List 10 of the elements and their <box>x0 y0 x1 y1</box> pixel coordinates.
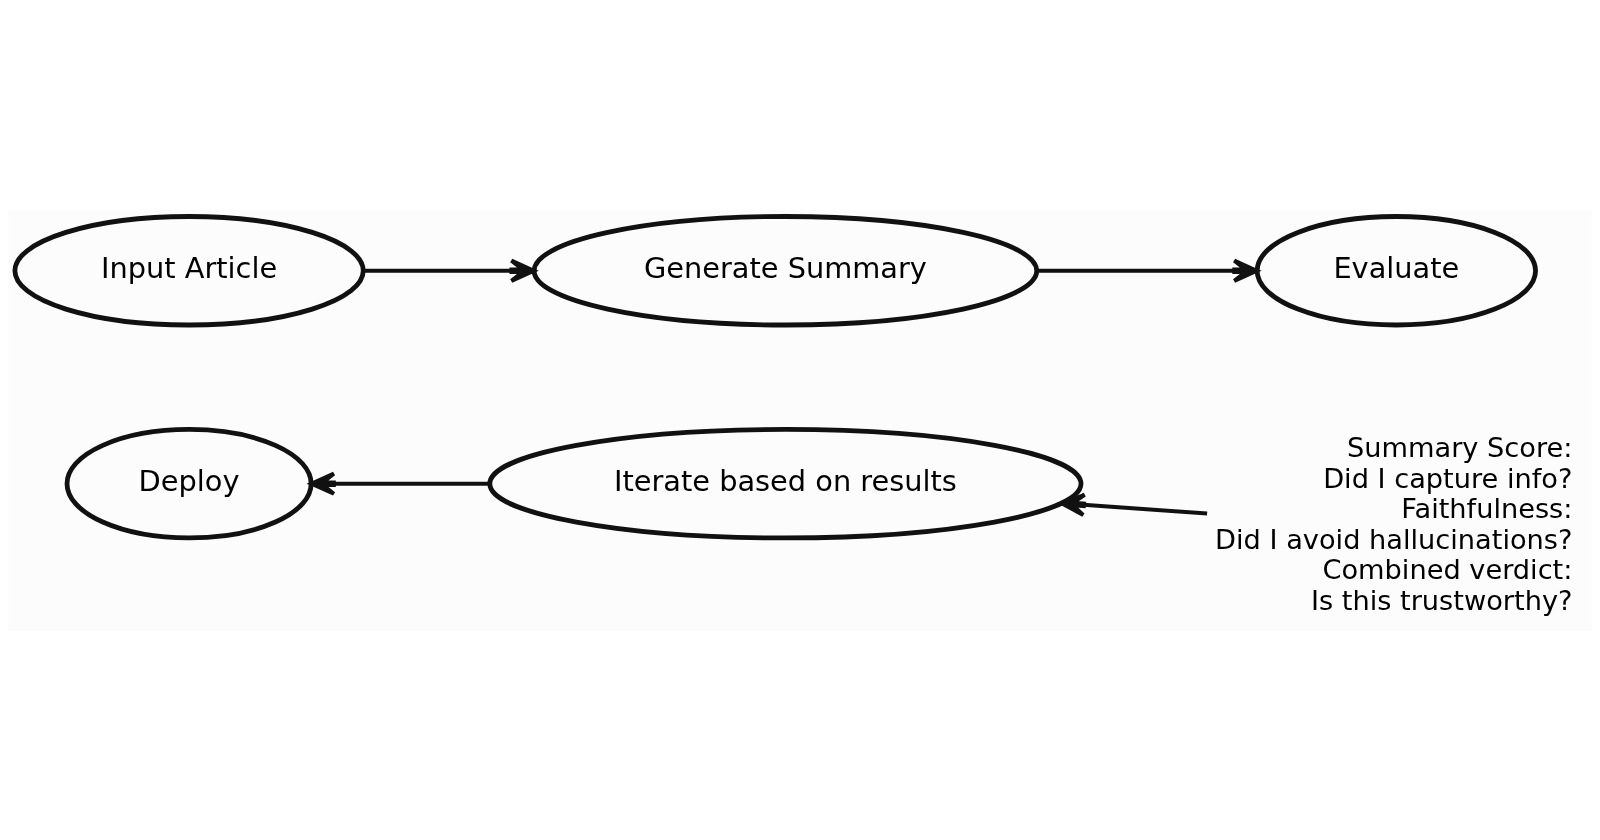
arrow <box>1036 258 1259 283</box>
node-text: Summary Score: Did I capture info? Faithfulness: Did I avoid hallucinations? Combined verdict: Is this trustworthy? <box>1215 431 1573 616</box>
node-ellipse: Input Article <box>12 213 366 327</box>
arrow <box>363 258 536 283</box>
node-ellipse: Evaluate <box>1254 213 1538 327</box>
node-ellipse: Iterate based on results <box>487 426 1084 540</box>
node-ellipse: Generate Summary <box>531 213 1040 327</box>
arrow <box>309 471 490 496</box>
arrow <box>1059 492 1208 517</box>
node-ellipse: Deploy <box>64 426 314 540</box>
